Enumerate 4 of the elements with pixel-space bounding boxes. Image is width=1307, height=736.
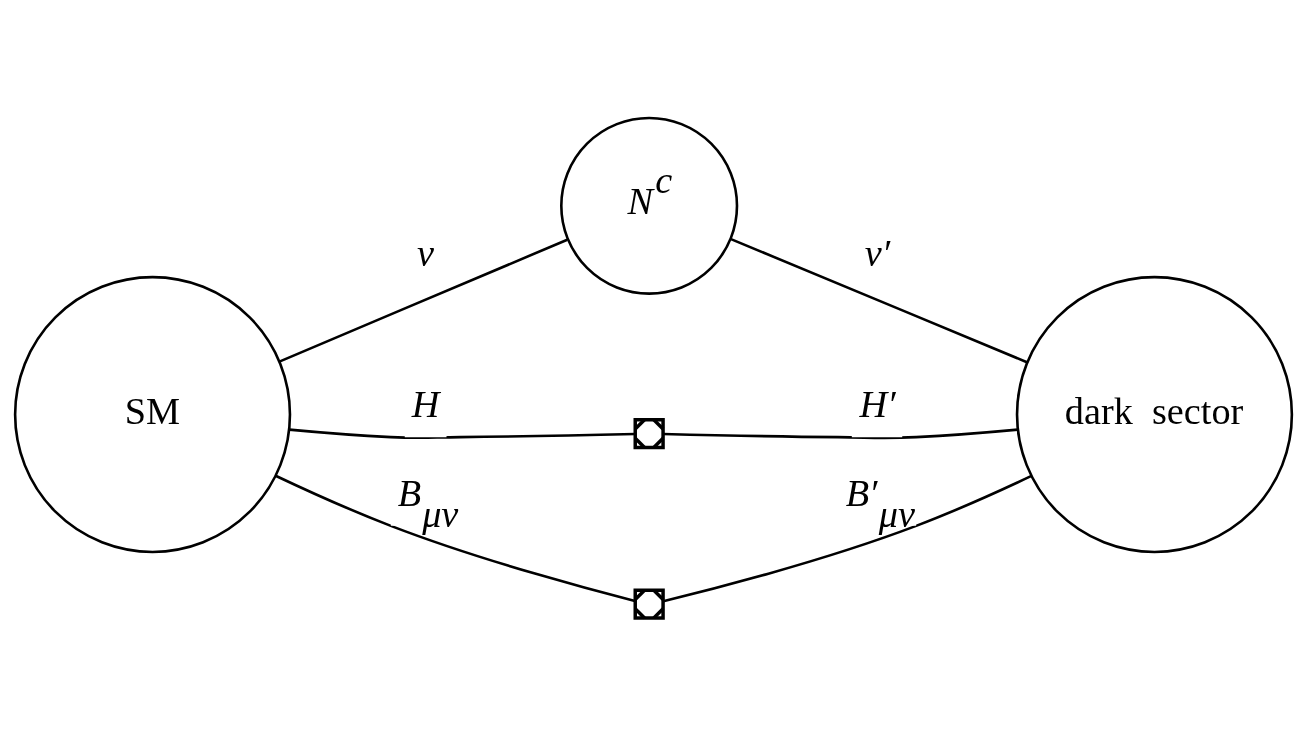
edge-label: H	[411, 383, 440, 426]
edge-label: ν	[416, 231, 434, 274]
edge-label: H′	[859, 383, 896, 426]
edge-label: ν′	[864, 231, 891, 274]
